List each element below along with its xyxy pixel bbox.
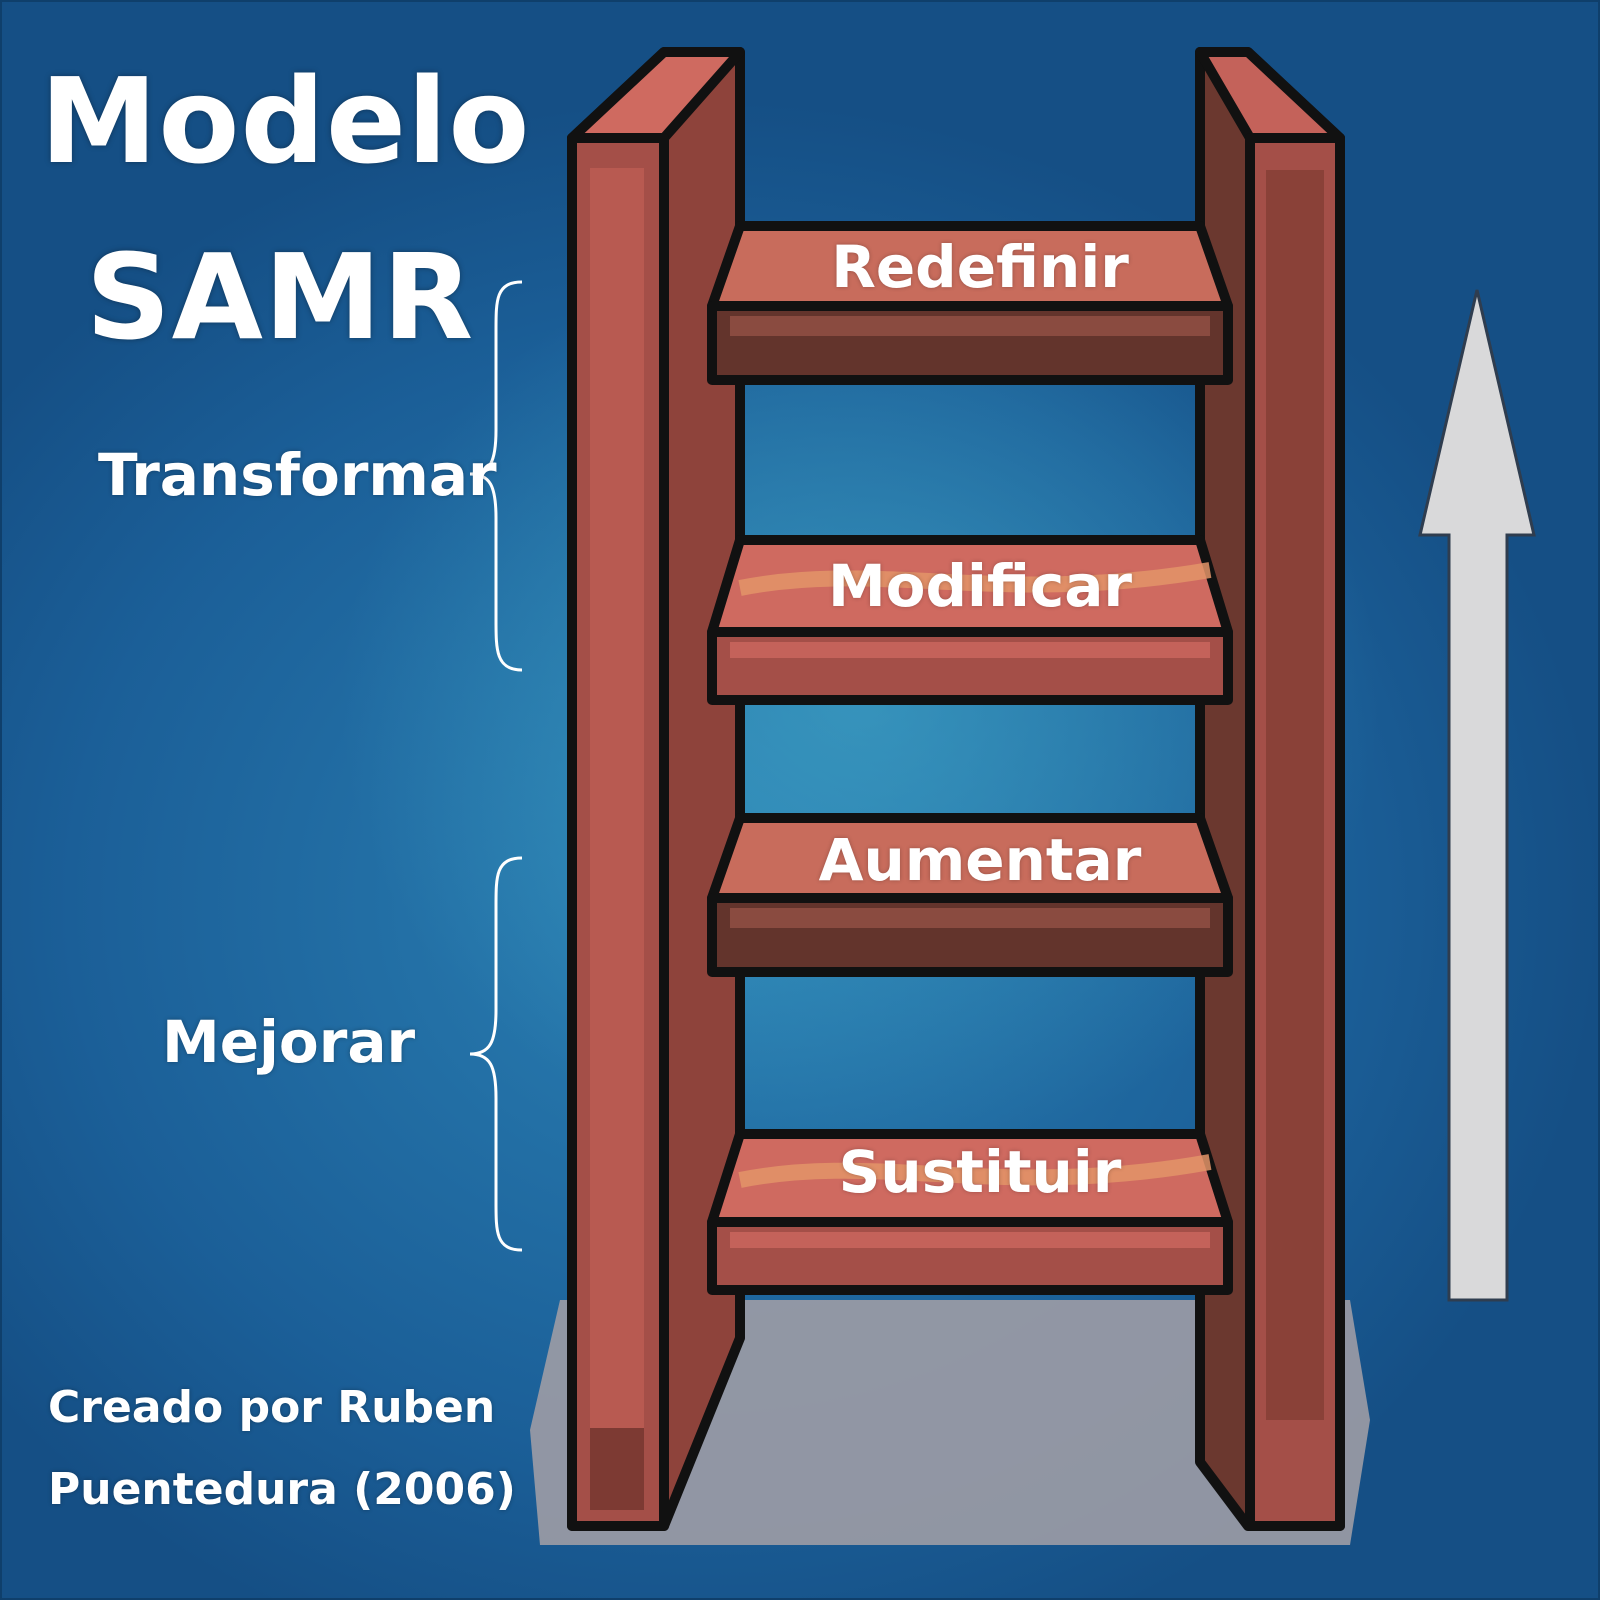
credit-line-2: Puentedura (2006) xyxy=(48,1464,516,1515)
ladder-shadow xyxy=(530,1300,1370,1545)
group-label-transform: Transformar xyxy=(98,441,497,509)
left-rail xyxy=(567,47,745,1531)
step-label-sustituir: Sustituir xyxy=(838,1138,1122,1206)
title-line-2: SAMR xyxy=(85,228,475,366)
step-sustituir xyxy=(707,1129,1233,1295)
step-aumentar xyxy=(707,813,1233,977)
transform-brace xyxy=(469,280,523,672)
title-line-1: Modelo xyxy=(40,52,531,190)
step-label-redefinir: Redefinir xyxy=(831,233,1129,301)
group-label-improve: Mejorar xyxy=(162,1008,416,1076)
right-rail xyxy=(1195,47,1345,1531)
step-redefinir xyxy=(707,221,1233,385)
step-label-aumentar: Aumentar xyxy=(818,826,1142,894)
credit-line-1: Creado por Ruben xyxy=(48,1382,496,1433)
improve-brace xyxy=(469,856,523,1252)
up-arrow-icon xyxy=(1418,289,1536,1302)
step-label-modificar: Modificar xyxy=(827,552,1133,620)
step-modificar xyxy=(707,535,1233,705)
